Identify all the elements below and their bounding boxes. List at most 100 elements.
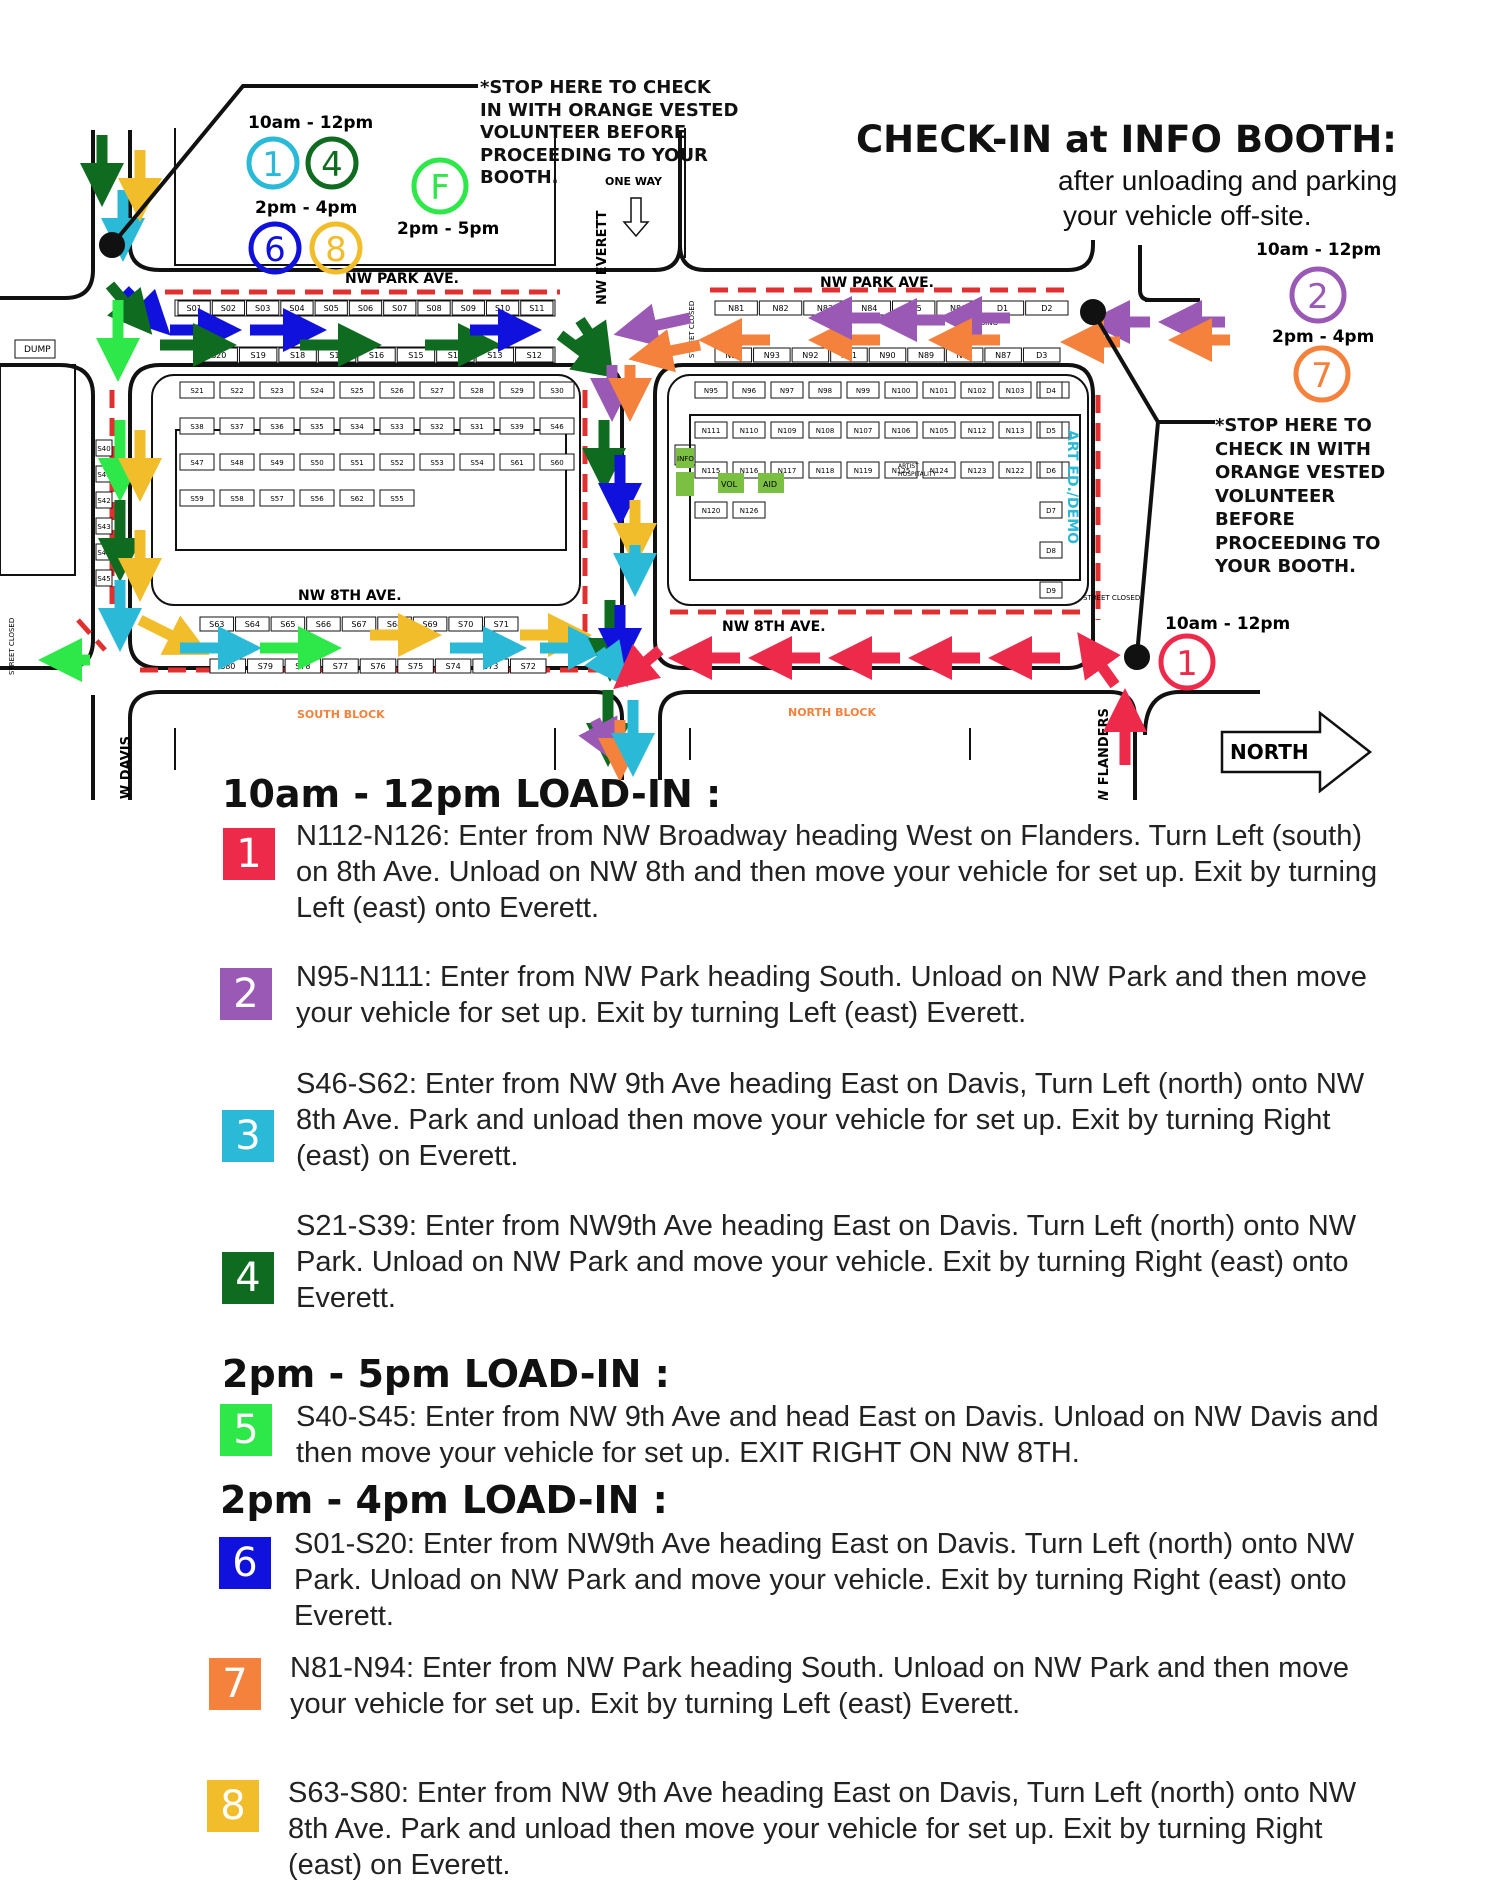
- zone-4-num: 4: [321, 145, 343, 185]
- vol-label: VOL: [721, 480, 738, 489]
- booth: N103: [998, 381, 1032, 399]
- booth-label: S26: [390, 387, 404, 395]
- booth-label: S37: [230, 423, 243, 431]
- booth-label: S60: [550, 459, 563, 467]
- booth-label: S23: [270, 387, 283, 395]
- booth: S21: [179, 381, 215, 399]
- booth-label: S57: [270, 495, 283, 503]
- booth: N95: [694, 381, 728, 399]
- booth-label: N90: [879, 351, 895, 360]
- booth: S29: [499, 381, 535, 399]
- booth-label: N110: [740, 427, 759, 435]
- booth: S51: [339, 453, 375, 471]
- booth-label: N122: [1006, 467, 1025, 475]
- zone-8-num: 8: [325, 230, 347, 270]
- legend-line: N95-N111: Enter from NW Park heading Sou…: [296, 961, 1367, 993]
- booth-label: N117: [778, 467, 797, 475]
- booth-label: N99: [856, 387, 870, 395]
- booth-label: S73: [483, 662, 498, 671]
- booth-label: S13: [487, 351, 502, 360]
- zone-3-num: 1: [262, 145, 284, 185]
- booth: N119: [846, 461, 880, 479]
- zone-f-num: F: [430, 168, 450, 208]
- booth: S74: [434, 658, 472, 674]
- booth-label: N125: [892, 467, 911, 475]
- booth-label: S03: [255, 304, 270, 313]
- time-label-7: 2pm - 4pm: [1272, 327, 1374, 347]
- stop-note-right-line: CHECK IN WITH: [1215, 438, 1371, 460]
- street-8th-left: NW 8TH AVE.: [298, 588, 402, 604]
- stop-points: [99, 84, 1215, 670]
- checkin-line-2: your vehicle off-site.: [1063, 200, 1312, 231]
- route-arrow: [628, 329, 702, 373]
- booth-label: N88: [957, 351, 973, 360]
- booth: S75: [397, 658, 434, 674]
- booth: N92: [791, 347, 830, 363]
- booth-label: D6: [1046, 467, 1056, 475]
- booth-label: S33: [390, 423, 403, 431]
- route-arrow: [584, 639, 629, 688]
- booth-label: S79: [258, 662, 273, 671]
- booth-label: N95: [704, 387, 718, 395]
- booth-label: D1: [997, 304, 1008, 313]
- booth: S64: [235, 616, 270, 632]
- booth-label: S74: [445, 662, 460, 671]
- booth: S19: [238, 347, 278, 363]
- booth: S05: [314, 300, 348, 316]
- street-8th-right: NW 8TH AVE.: [722, 619, 826, 635]
- booth: S11: [520, 300, 554, 316]
- legend-line: Everett.: [296, 1282, 396, 1314]
- booth-label: S20: [211, 351, 226, 360]
- booth-label: N126: [740, 507, 759, 515]
- booth-label: S36: [270, 423, 284, 431]
- booth: N125: [884, 461, 918, 479]
- stop-note-right-line: *STOP HERE TO: [1215, 415, 1372, 436]
- time-label-3-4: 10am - 12pm: [248, 113, 373, 133]
- booth-label: N91: [841, 351, 857, 360]
- booth: S66: [306, 616, 341, 632]
- booth-label: S43: [97, 523, 110, 531]
- booth: D7: [1039, 501, 1063, 519]
- booth-label: S51: [350, 459, 363, 467]
- zone-3-marker: [246, 136, 300, 190]
- booth: N108: [808, 421, 842, 439]
- legend-text-5: S40-S45: Enter from NW 9th Ave and head …: [296, 1399, 1379, 1471]
- info-label: INFO: [677, 455, 694, 463]
- booth: S37: [219, 417, 255, 435]
- booth: S49: [259, 453, 295, 471]
- booth-label: S11: [529, 304, 544, 313]
- booth-label: N81: [728, 304, 744, 313]
- booth-label: S05: [324, 304, 339, 313]
- booth-label: S62: [350, 495, 363, 503]
- street-everett: NW EVERETT: [595, 210, 610, 305]
- booth-label: S09: [461, 304, 476, 313]
- booth: N113: [998, 421, 1032, 439]
- legend-line: Park. Unload on NW Park and move your ve…: [296, 1246, 1349, 1278]
- booth: N89: [907, 347, 945, 363]
- block-footprints: [0, 128, 1089, 770]
- booth-label: N115: [702, 467, 721, 475]
- booth-label: S53: [430, 459, 443, 467]
- booth-label: N85: [906, 304, 922, 313]
- booth-label: D5: [1046, 427, 1056, 435]
- booth: N91: [830, 347, 868, 363]
- booth: N106: [884, 421, 918, 439]
- booth-label: S39: [510, 423, 523, 431]
- booth: D6: [1039, 461, 1063, 479]
- checkin-title: CHECK-IN at INFO BOOTH:: [856, 118, 1397, 161]
- booth: D2: [1025, 300, 1069, 316]
- street-closed-left: STREET CLOSED: [8, 618, 16, 675]
- booth: S44: [95, 543, 113, 561]
- booth: S38: [179, 417, 215, 435]
- stop-note-top-line: VOLUNTEER BEFORE: [480, 122, 687, 143]
- legend-line: S46-S62: Enter from NW 9th Ave heading E…: [296, 1068, 1365, 1100]
- booth-label: N116: [740, 467, 759, 475]
- booth-label: S28: [470, 387, 483, 395]
- zone-7-num: 7: [1311, 356, 1333, 396]
- booth-label: S80: [220, 662, 235, 671]
- stop-note-right-line: BEFORE: [1215, 509, 1295, 530]
- zone-6-marker: [248, 221, 302, 275]
- booth: S56: [299, 489, 335, 507]
- booth: N122: [998, 461, 1032, 479]
- booth-label: N113: [1006, 427, 1025, 435]
